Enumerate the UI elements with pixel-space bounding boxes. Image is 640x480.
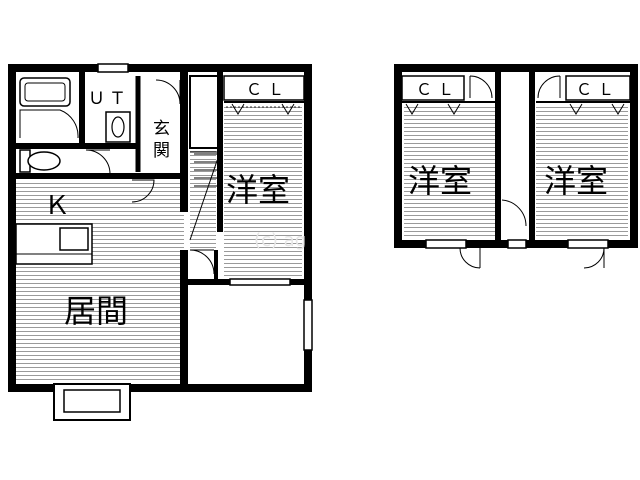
corridor-2f	[502, 100, 530, 240]
stairs-icon	[189, 151, 221, 241]
floor-2: ＣＬ ＣＬ 洋室 洋室	[394, 64, 638, 269]
bathtub-icon	[19, 77, 71, 107]
stair-core	[189, 75, 219, 149]
floor-1: ＵＴ 玄 関 Ｋ 居間 洋室 ＣＬ	[8, 63, 313, 421]
closet-label-1f: ＣＬ	[246, 80, 290, 99]
genkan-label-1: 玄	[153, 119, 170, 139]
western-room-floor	[224, 104, 302, 276]
closet-label-2f-right: ＣＬ	[576, 80, 620, 99]
closet-1f	[223, 75, 305, 101]
western-room-label: 洋室	[226, 171, 290, 209]
watermark: (c) ag	[254, 230, 306, 251]
toilet-icon	[19, 149, 61, 173]
kitchen-counter	[15, 223, 93, 265]
room-right-floor	[536, 104, 628, 236]
hall-floor	[190, 148, 216, 248]
washbasin-icon	[105, 111, 131, 143]
room-left-label: 洋室	[408, 162, 472, 200]
living-floor	[16, 182, 184, 382]
closet-2f-right	[565, 75, 631, 101]
genkan-label-2: 関	[153, 141, 170, 161]
kitchen-label: Ｋ	[44, 191, 70, 221]
room-right-label: 洋室	[544, 162, 608, 200]
living-label: 居間	[64, 292, 128, 330]
floor1-outer-wall	[8, 64, 312, 392]
closet-2f-left	[401, 75, 465, 101]
entrance-door-icon	[155, 79, 181, 105]
closet-label-2f-left: ＣＬ	[416, 80, 460, 99]
room-left-floor	[404, 104, 496, 236]
storage-room	[190, 290, 302, 380]
ut-label: ＵＴ	[88, 89, 130, 109]
